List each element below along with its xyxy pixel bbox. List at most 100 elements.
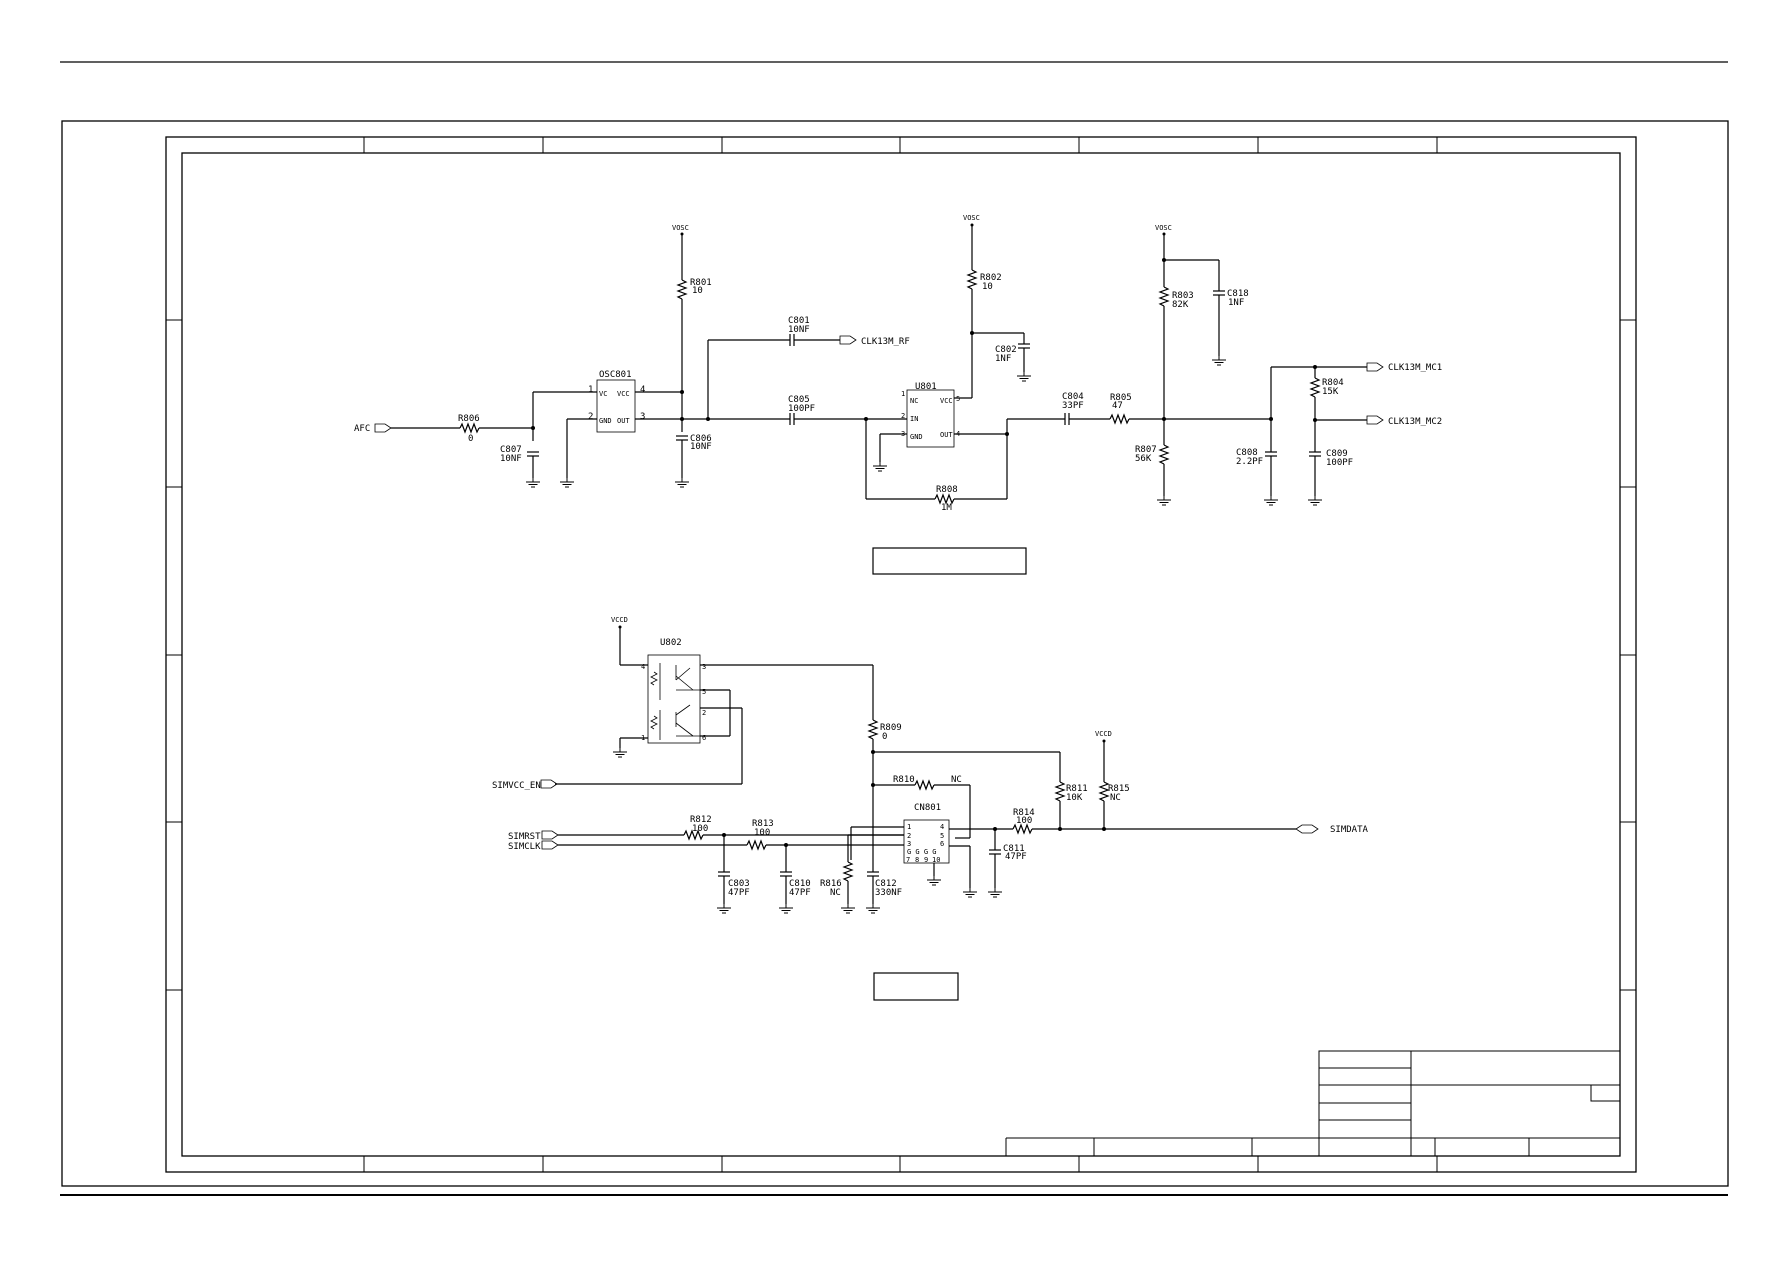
- r813-resistor: [746, 839, 767, 851]
- c808-ref: C808: [1236, 448, 1258, 458]
- simvcc-en-net-label: SIMVCC_EN: [492, 781, 541, 791]
- cn801-pin6: 6: [940, 840, 944, 848]
- sim-section-title-box: [873, 972, 959, 1001]
- clk13m-mc2-port: [1366, 415, 1384, 425]
- r802-value: 10: [982, 282, 993, 292]
- cn801-pin8: 8: [915, 856, 919, 864]
- r815-resistor: [1098, 781, 1110, 802]
- r816-resistor: [842, 861, 854, 882]
- vccd-net-label-2: VCCD: [1095, 730, 1112, 738]
- outer-frame: [61, 120, 1729, 1187]
- r808-value: 1M: [941, 503, 952, 513]
- r814-resistor: [1012, 823, 1033, 835]
- osc801-pin-vcc: VCC: [617, 390, 630, 398]
- clk13m-mc1-net-label: CLK13M_MC1: [1388, 363, 1442, 373]
- u801-pin-vcc: VCC: [940, 397, 953, 405]
- c811-ref: C811: [1003, 844, 1025, 854]
- r801-resistor: [676, 279, 688, 300]
- u802-transistors: [650, 663, 700, 740]
- u801-pin-in: IN: [910, 415, 918, 423]
- c806-ref: C806: [690, 434, 712, 444]
- cn801-connector: [903, 819, 950, 864]
- r809-ref: R809: [880, 723, 902, 733]
- c810-ref: C810: [789, 879, 811, 889]
- afc-net-label: AFC: [354, 424, 370, 434]
- c804-value: 33PF: [1062, 401, 1084, 411]
- c801-ref: C801: [788, 316, 810, 326]
- r809-resistor: [867, 719, 879, 740]
- zone-marks: [166, 137, 1636, 1172]
- r804-value: 15K: [1322, 387, 1339, 397]
- r801-ref: R801: [690, 278, 712, 288]
- r808-resistor: [934, 493, 955, 505]
- c812-value: 330NF: [875, 888, 902, 898]
- r812-resistor: [683, 829, 704, 841]
- title-block: [1005, 1050, 1621, 1157]
- c804-ref: C804: [1062, 392, 1084, 402]
- r807-ref: R807: [1135, 445, 1157, 455]
- cn801-pin1: 1: [907, 823, 911, 831]
- r806-ref: R806: [458, 414, 480, 424]
- u802-pin5: 5: [702, 688, 706, 696]
- u802-pin3: 3: [702, 663, 706, 671]
- r805-ref: R805: [1110, 393, 1132, 403]
- osc801-pin4: 4: [640, 385, 645, 395]
- clk13m-mc2-net-label: CLK13M_MC2: [1388, 417, 1442, 427]
- c808-value: 2.2PF: [1236, 457, 1263, 467]
- c810-value: 47PF: [789, 888, 811, 898]
- u802-pin6: 6: [702, 734, 706, 742]
- oscillator-section-title-box: [872, 547, 1027, 575]
- r810-value: NC: [951, 775, 962, 785]
- afc-port: [374, 423, 392, 433]
- c803-value: 47PF: [728, 888, 750, 898]
- r803-value: 82K: [1172, 300, 1189, 310]
- r813-value: 100: [754, 828, 770, 838]
- r806-value: 0: [468, 434, 473, 444]
- simclk-net-label: SIMCLK: [508, 842, 541, 852]
- osc801-chip: [596, 379, 636, 433]
- cn801-pin9: 9: [924, 856, 928, 864]
- c807-ref: C807: [500, 445, 522, 455]
- c809-ref: C809: [1326, 449, 1348, 459]
- r808-ref: R808: [936, 485, 958, 495]
- c805-ref: C805: [788, 395, 810, 405]
- r816-value: NC: [830, 888, 841, 898]
- c812-ref: C812: [875, 879, 897, 889]
- u801-pin-nc: NC: [910, 397, 918, 405]
- c805-value: 100PF: [788, 404, 815, 414]
- r811-value: 10K: [1066, 793, 1083, 803]
- cn801-pin4: 4: [940, 823, 944, 831]
- c809-value: 100PF: [1326, 458, 1353, 468]
- r809-value: 0: [882, 732, 887, 742]
- simrst-port: [541, 830, 559, 840]
- osc801-pin-gnd: GND: [599, 417, 612, 425]
- r814-ref: R814: [1013, 808, 1035, 818]
- vosc-net-label-3: VOSC: [1155, 224, 1172, 232]
- simclk-port: [541, 840, 559, 850]
- osc801-pin1: 1: [588, 385, 593, 395]
- u801-chip: [906, 389, 955, 448]
- osc801-pin-out: OUT: [617, 417, 630, 425]
- r805-value: 47: [1112, 401, 1123, 411]
- r803-ref: R803: [1172, 291, 1194, 301]
- u801-ref: U801: [915, 382, 937, 392]
- r804-resistor: [1309, 377, 1321, 398]
- cn801-ground-pins: G G G G: [907, 848, 937, 856]
- c801-value: 10NF: [788, 325, 810, 335]
- u801-pin2: 2: [901, 412, 905, 420]
- r802-resistor: [966, 269, 978, 290]
- c802-ref: C802: [995, 345, 1017, 355]
- r816-ref: R816: [820, 879, 842, 889]
- cn801-ref: CN801: [914, 803, 941, 813]
- r811-resistor: [1054, 781, 1066, 802]
- c811-value: 47PF: [1005, 852, 1027, 862]
- u801-pin-out: OUT: [940, 431, 953, 439]
- c807-value: 10NF: [500, 454, 522, 464]
- c802-value: 1NF: [995, 354, 1011, 364]
- c803-ref: C803: [728, 879, 750, 889]
- vosc-net-label-2: VOSC: [963, 214, 980, 222]
- r812-ref: R812: [690, 815, 712, 825]
- u802-pin4: 4: [641, 663, 645, 671]
- osc801-pin3: 3: [640, 412, 645, 422]
